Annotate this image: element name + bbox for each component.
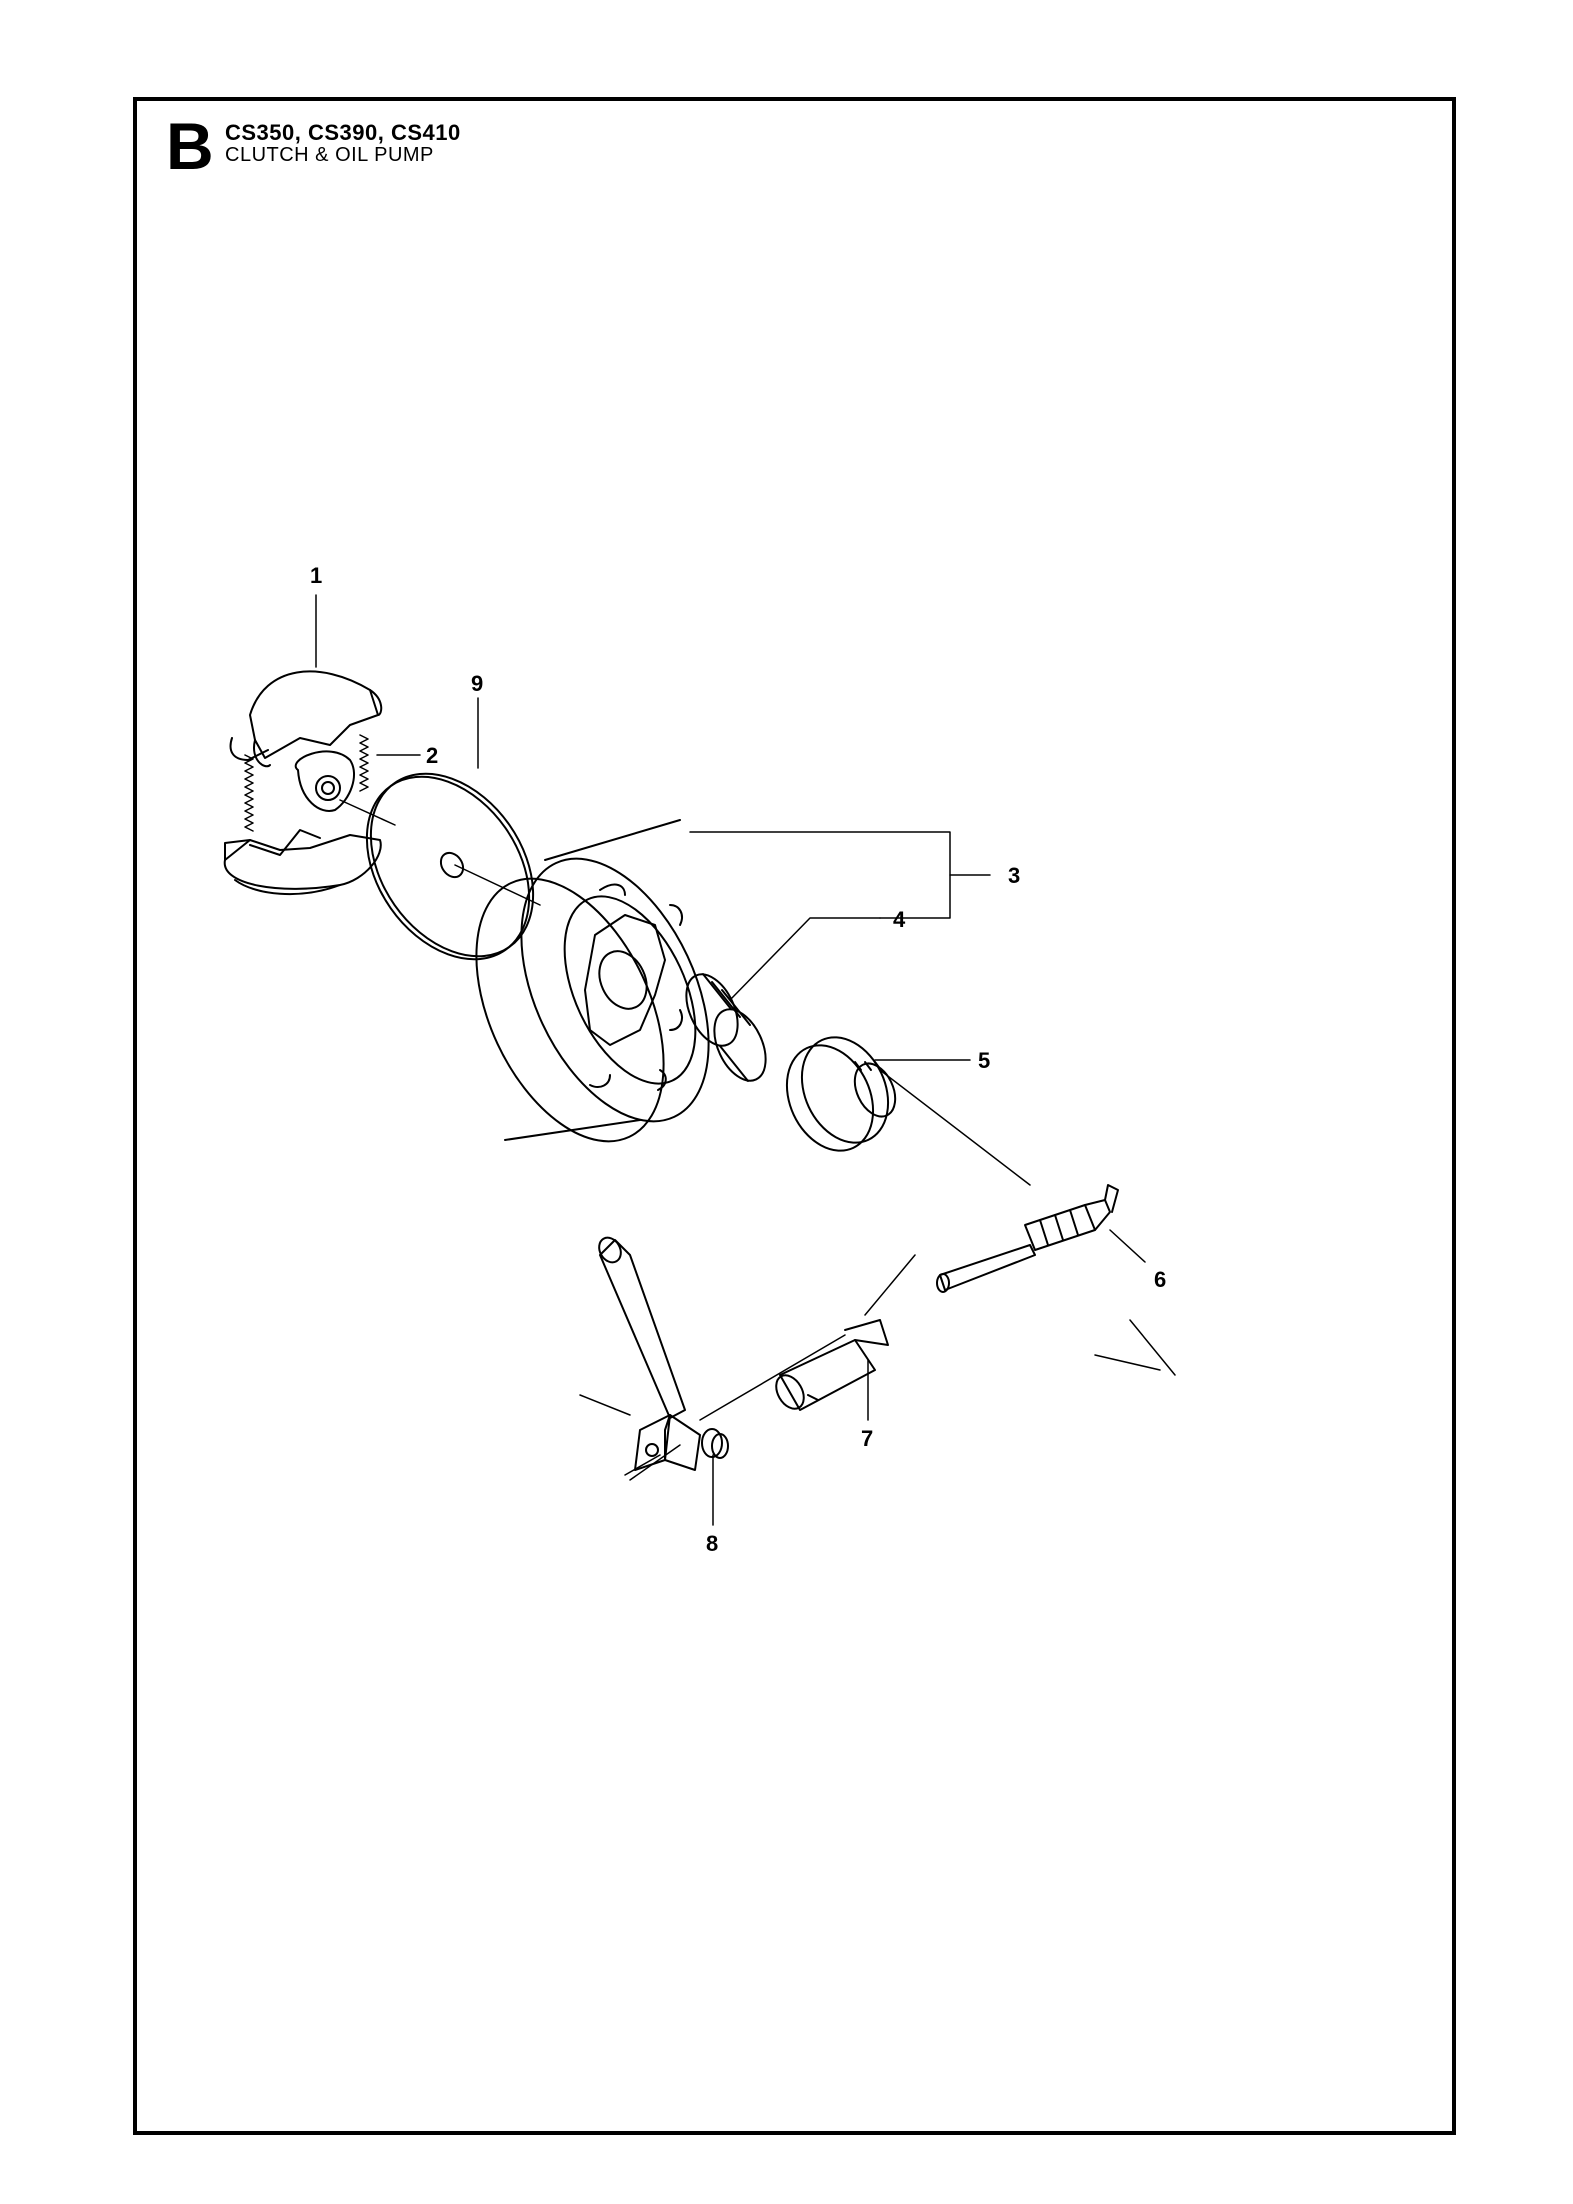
assembly-axis-lines [339, 799, 1176, 1481]
part-1-clutch-shoes [223, 670, 383, 895]
callout-4: 4 [893, 907, 906, 932]
part-3-clutch-drum [475, 819, 710, 1143]
callout-2: 2 [426, 743, 438, 768]
callout-1: 1 [310, 563, 322, 588]
part-9-clutch-washer [365, 772, 535, 961]
callout-8: 8 [706, 1531, 718, 1556]
model-list: CS350, CS390, CS410 [225, 120, 461, 145]
part-2-clutch-springs [244, 734, 369, 832]
diagram-title: CLUTCH & OIL PUMP [225, 144, 434, 166]
part-5-worm-gear-drive [785, 1036, 897, 1152]
section-letter: B [166, 109, 214, 183]
callout-3: 3 [1008, 863, 1020, 888]
callout-7: 7 [861, 1426, 873, 1451]
part-8-oil-hose-fitting [598, 1236, 729, 1471]
callout-6: 6 [1154, 1267, 1166, 1292]
part-7-oil-pump-plunger [775, 1319, 889, 1411]
part-4-needle-bearing [685, 973, 767, 1082]
callout-5: 5 [978, 1048, 990, 1073]
callout-9: 9 [471, 671, 483, 696]
leader-lines [315, 594, 1146, 1526]
callouts: 1 2 9 3 4 5 6 7 8 [310, 563, 1166, 1556]
part-6-oil-pump-worm [936, 1184, 1119, 1293]
page-frame [133, 97, 1456, 2135]
